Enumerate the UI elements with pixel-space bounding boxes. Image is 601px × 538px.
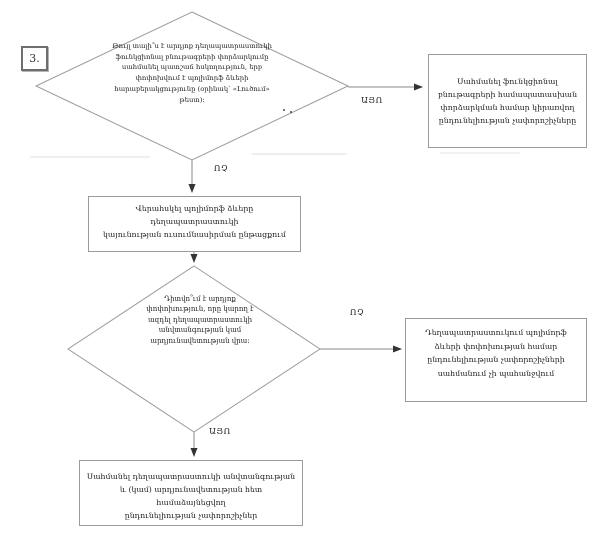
text-line: և (կամ) արդյունավետության հետ համաձայնեց… xyxy=(119,485,263,507)
text-line: Դեղապատրաստուկում պոլիմորֆ xyxy=(425,328,567,337)
text-line: հարաբերակցությունը (օրինակ՝ «Լուծում» xyxy=(114,84,270,93)
edge-label-yes-top: ԱՅՈ xyxy=(361,96,383,106)
decision-2-text: Դիտվո՞ւմ է արդյոք փոփոխություն, որը կարո… xyxy=(121,294,279,346)
text-line: փոփոխություն, որը կարող է xyxy=(146,305,254,314)
text-line: թեստ): xyxy=(179,95,205,104)
outcome-box-set-safety-criteria: Սահմանել դեղապատրաստուկի անվտանգության և… xyxy=(79,460,303,526)
process-box-monitor-stability: Վերահսկել պոլիմորֆ ձևերը դեղապատրաստուկի… xyxy=(88,196,301,252)
text-line: ընդունելիության չափորոշիչներ xyxy=(124,511,258,520)
text-line: կայունության ուսումնասիրման ընթացքում xyxy=(103,230,286,239)
scan-artifact xyxy=(30,156,150,158)
text-line: ազդել դեղապատրաստուկի xyxy=(147,315,253,324)
text-line: փոփոխվում է պոլիմորֆ ձևերի xyxy=(135,74,249,83)
text-line: Թույլ տալի՞ս է արդյոք դեղապատրաստուկի xyxy=(112,42,272,50)
text-line: Դիտվո՞ւմ է արդյոք xyxy=(164,295,236,303)
scan-artifact xyxy=(290,111,292,113)
outcome-box-set-functional-criteria: Սահմանել ֆունկցիոնալ բնութագրերի համապատ… xyxy=(428,54,587,148)
text-line: սահմանում չի պահանջվում xyxy=(437,368,555,378)
text-line: Սահմանել դեղապատրաստուկի անվտանգության xyxy=(86,472,296,481)
text-line: անվտանգության կամ xyxy=(158,326,242,335)
text-line: սահմանել պատշաճ հսկողություն, երբ xyxy=(121,63,263,72)
text-line: ֆունկցիոնալ բնութագրերի փորձարկումը xyxy=(115,52,269,61)
decision-diamond-2 xyxy=(67,265,321,433)
text-line: բնութագրերի համապատասխան xyxy=(437,90,578,99)
text-line: ընդունելիության չափորոշիչների xyxy=(427,355,565,364)
text-line: ընդունելիության չափորոշիչները xyxy=(438,116,577,125)
scan-artifact xyxy=(252,153,347,155)
text-line: փորձարկման համար կիրառվող xyxy=(440,103,575,112)
text-line: Սահմանել ֆունկցիոնալ xyxy=(457,77,558,86)
step-number-box: 3. xyxy=(21,46,48,71)
scan-artifact xyxy=(283,109,285,111)
decision-1-text: Թույլ տալի՞ս է արդյոք դեղապատրաստուկի ֆո… xyxy=(97,41,287,105)
scan-artifact xyxy=(440,152,520,154)
text-line: արդյունավետության վրա: xyxy=(150,336,250,345)
edge-label-no-bottom: ՈՉ xyxy=(349,308,365,318)
outcome-box-no-criteria-needed: Դեղապատրաստուկում պոլիմորֆ ձևերի փոփոխու… xyxy=(405,318,587,402)
edge-label-no-top: ՈՉ xyxy=(213,164,229,174)
text-line: Վերահսկել պոլիմորֆ ձևերը դեղապատրաստուկի xyxy=(135,204,254,226)
edge-label-yes-bottom: ԱՅՈ xyxy=(209,427,231,437)
step-number-label: 3. xyxy=(29,52,40,65)
text-line: ձևերի փոփոխության համար xyxy=(434,341,558,351)
